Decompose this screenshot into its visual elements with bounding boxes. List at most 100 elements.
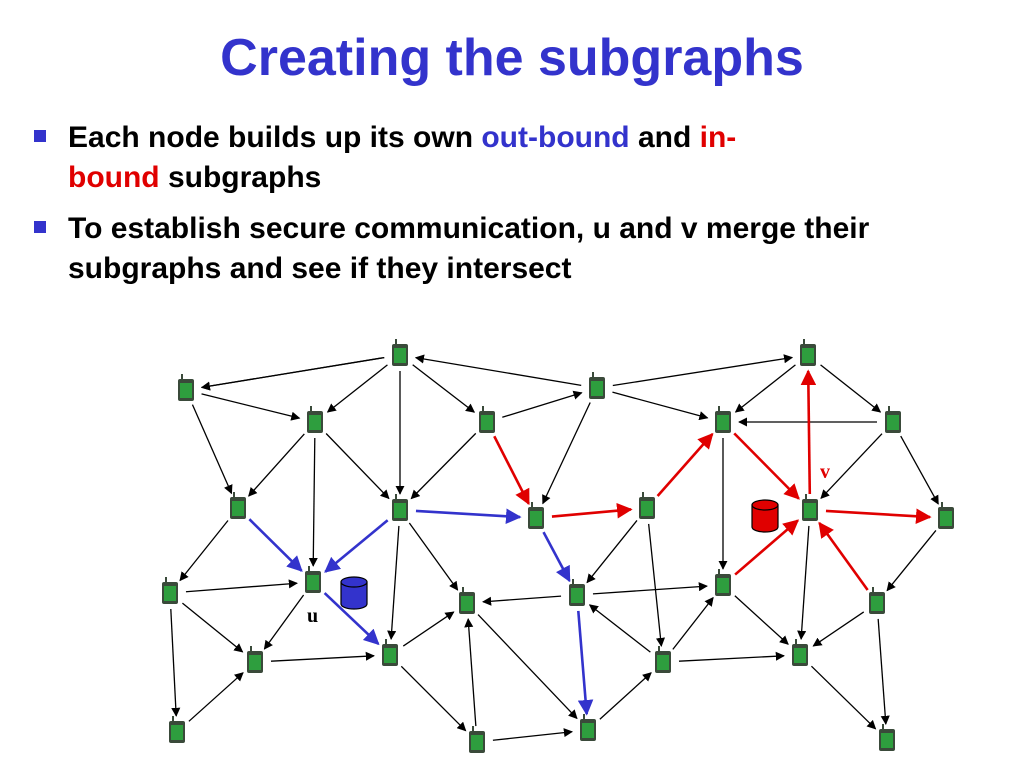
edge-black-D-K <box>542 402 591 505</box>
phone-node-icon <box>392 494 408 521</box>
edge-blue-K-R <box>542 531 571 583</box>
phone-node-icon <box>589 372 605 399</box>
phone-node-icon <box>392 339 408 366</box>
edge-blue-R-AA <box>577 610 594 716</box>
phone-node-icon <box>715 406 731 433</box>
edge-black-L-W <box>648 523 666 647</box>
edge-black-S-X <box>734 595 789 645</box>
edge-black-H-N <box>900 435 939 505</box>
slide-title: Creating the subgraphs <box>220 29 804 87</box>
node-label-v: v <box>820 461 830 483</box>
edge-black-R-S <box>592 582 708 595</box>
edge-black-O-Y <box>170 608 181 717</box>
edge-black-D-C <box>612 354 794 387</box>
edge-black-L-R <box>586 520 638 584</box>
bullet-1-text-3: subgraphs <box>159 161 322 194</box>
edge-black-F-D <box>502 390 583 418</box>
edge-black-C-G <box>734 364 796 413</box>
phone-node-icon <box>715 569 731 596</box>
edge-red-K-L <box>551 502 633 519</box>
phone-node-icon <box>639 492 655 519</box>
phone-node-icon <box>569 579 585 606</box>
out-bound-term: out-bound <box>481 121 630 154</box>
edge-black-N-T <box>886 530 937 592</box>
phone-node-icon <box>580 714 596 741</box>
edge-black-T-AB <box>877 618 890 725</box>
edge-black-W-R <box>588 604 651 653</box>
edge-black-I-O <box>179 520 229 582</box>
edge-red-M-N <box>825 508 932 525</box>
bullet-2-text: To establish secure communication, u and… <box>68 212 870 285</box>
edge-blue-J-P <box>324 519 389 573</box>
edge-black-U-V <box>270 651 375 662</box>
phone-node-icon <box>869 587 885 614</box>
edge-black-AA-W <box>599 672 652 720</box>
extras-layer <box>340 499 779 610</box>
in-bound-term-part-1: in- <box>699 121 737 154</box>
bullet-item-2: To establish secure communication, u and… <box>30 209 1010 289</box>
edge-black-F-J <box>410 432 477 500</box>
edge-blue-P-V <box>323 592 380 646</box>
edge-black-A-I <box>191 404 233 495</box>
phone-node-icon <box>169 716 185 743</box>
phone-node-icon <box>938 502 954 529</box>
database-blue-icon <box>340 576 368 610</box>
bullet-list: Each node builds up its own out-bound an… <box>30 118 1010 300</box>
phone-node-icon <box>305 566 321 593</box>
edge-black-O-P <box>185 579 298 593</box>
edge-red-T-M <box>818 521 869 591</box>
edge-layer <box>170 354 939 741</box>
node-label-u: u <box>307 605 318 627</box>
phone-node-icon <box>885 406 901 433</box>
phone-node-icon <box>459 587 475 614</box>
edge-red-L-G <box>656 432 714 497</box>
edge-black-Z-AA <box>492 728 573 741</box>
bullet-1-text-2: and <box>629 121 700 154</box>
phone-node-icon <box>230 492 246 519</box>
edge-black-D-B <box>414 354 582 386</box>
edge-black-V-Z <box>400 665 467 732</box>
node-layer <box>162 339 954 753</box>
phone-node-icon <box>655 646 671 673</box>
bullet-1-text-1: Each node builds up its own <box>68 121 482 154</box>
edge-black-C-H <box>820 364 882 413</box>
bullet-square-icon <box>34 130 46 142</box>
edge-black-M-X <box>797 525 810 640</box>
edge-blue-J-K <box>415 508 522 525</box>
phone-node-icon <box>469 726 485 753</box>
phone-node-icon <box>162 577 178 604</box>
bullet-square-icon <box>34 221 46 233</box>
edge-red-S-M <box>734 519 800 576</box>
phone-node-icon <box>792 639 808 666</box>
phone-node-icon <box>879 724 895 751</box>
phone-node-icon <box>800 339 816 366</box>
edge-black-X-AB <box>810 665 877 730</box>
edge-black-H-M <box>820 433 883 500</box>
phone-node-icon <box>802 494 818 521</box>
phone-node-icon <box>479 406 495 433</box>
edge-blue-I-P <box>248 518 303 572</box>
edge-red-M-C <box>800 369 817 495</box>
edge-black-Q-AA <box>477 614 578 720</box>
phone-node-icon <box>382 639 398 666</box>
edge-black-W-S <box>672 596 714 650</box>
phone-node-icon <box>307 406 323 433</box>
edge-red-F-K <box>493 435 530 506</box>
phone-node-icon <box>528 502 544 529</box>
edge-black-Z-Q <box>464 618 477 727</box>
edge-black-J-V <box>387 525 400 640</box>
edge-black-B-A <box>200 356 385 391</box>
edge-black-W-X <box>678 651 785 662</box>
edge-black-O-U <box>182 602 244 653</box>
edge-black-E-J <box>325 433 390 500</box>
edge-black-P-U <box>263 594 305 650</box>
phone-node-icon <box>247 646 263 673</box>
edge-black-E-P <box>308 437 318 567</box>
edge-black-Y-U <box>188 672 244 722</box>
edge-black-R-Q <box>482 595 562 606</box>
in-bound-term-part-2: bound <box>68 161 160 194</box>
database-red-icon <box>751 499 779 533</box>
edge-black-E-I <box>248 433 305 497</box>
bullet-item-1: Each node builds up its own out-bound an… <box>30 118 1010 198</box>
